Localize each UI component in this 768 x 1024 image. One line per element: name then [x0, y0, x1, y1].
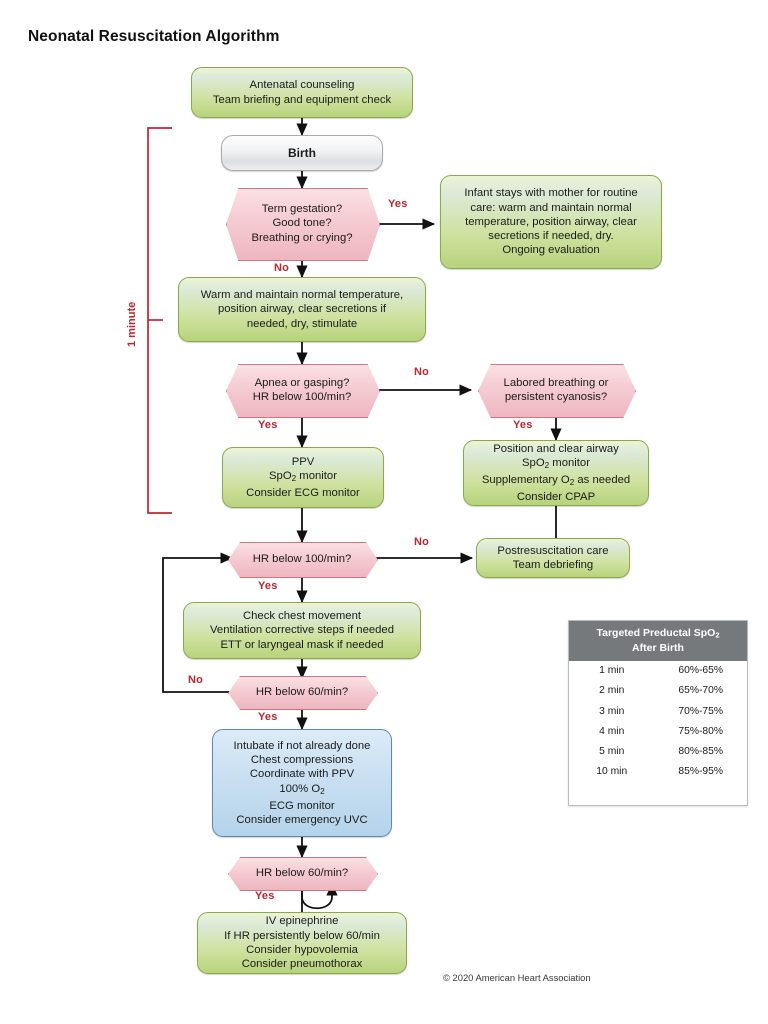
table-row: 2 min 65%-70% [569, 681, 747, 701]
routine-line2: care: warm and maintain normal [470, 201, 632, 214]
table-cell-time: 10 min [596, 766, 628, 778]
labored-line1: Labored breathing or [503, 376, 609, 389]
table-header: Targeted Preductal SpO2 After Birth [569, 621, 747, 661]
hr60b-line1: HR below 60/min? [255, 866, 349, 879]
edge-label-hr100-no: No [414, 536, 430, 548]
node-warm-maintain[interactable]: Warm and maintain normal temperature, po… [178, 277, 426, 342]
node-birth[interactable]: Birth [221, 135, 383, 171]
decision-term-gestation[interactable]: Term gestation? Good tone? Breathing or … [226, 188, 380, 261]
routine-line3: temperature, position airway, clear [465, 215, 637, 228]
position-line4: Consider CPAP [516, 491, 596, 504]
term-line3: Breathing or crying? [251, 231, 353, 244]
routine-line5: Ongoing evaluation [502, 244, 600, 257]
node-antenatal-counseling[interactable]: Antenatal counseling Team briefing and e… [191, 67, 413, 118]
table-row: 3 min 70%-75% [569, 701, 747, 721]
table-row: 10 min 85%-95% [569, 762, 747, 782]
epi-line4: Consider pneumothorax [241, 958, 363, 971]
edge-label-apnea-no: No [414, 366, 430, 378]
intubate-line2: Chest compressions [250, 754, 354, 767]
ppv-line3: Consider ECG monitor [246, 487, 360, 500]
edge-label-hr60a-no: No [188, 674, 204, 686]
table-cell-time: 1 min [599, 665, 625, 677]
ppv-line2: SpO2 monitor [269, 469, 337, 483]
decision-apnea-gasping[interactable]: Apnea or gasping? HR below 100/min? [226, 364, 380, 418]
edge-label-hr60b-yes: Yes [255, 890, 275, 902]
postresus-line2: Team debriefing [512, 559, 594, 571]
hr60a-line1: HR below 60/min? [255, 685, 349, 698]
intubate-line3: Coordinate with PPV [249, 768, 355, 781]
intubate-line6: Consider emergency UVC [236, 813, 368, 826]
table-cell-range: 75%-80% [678, 725, 724, 737]
warm-line1: Warm and maintain normal temperature, [200, 289, 404, 302]
decision-hr-below-100[interactable]: HR below 100/min? [228, 542, 378, 578]
table-cell-range: 80%-85% [678, 746, 724, 757]
table-cell-range: 70%-75% [678, 705, 724, 717]
bracket-label-one-minute: 1 minute [126, 301, 138, 347]
checkchest-line2: Ventilation corrective steps if needed [210, 624, 394, 637]
term-line1: Term gestation? [261, 203, 343, 216]
checkchest-line3: ETT or laryngeal mask if needed [220, 638, 384, 651]
table-cell-range: 85%-95% [678, 766, 724, 778]
checkchest-line1: Check chest movement [242, 610, 362, 623]
one-minute-bracket [147, 127, 172, 514]
copyright-notice: © 2020 American Heart Association [443, 972, 591, 983]
antenatal-line1: Antenatal counseling [249, 79, 355, 92]
table-cell-time: 4 min [599, 725, 625, 737]
node-ppv[interactable]: PPV SpO2 monitor Consider ECG monitor [222, 447, 384, 508]
decision-hr-below-60-b[interactable]: HR below 60/min? [228, 857, 378, 891]
page-title: Neonatal Resuscitation Algorithm [28, 28, 280, 45]
apnea-line1: Apnea or gasping? [254, 376, 350, 389]
edge-label-hr60a-yes: Yes [258, 711, 278, 723]
hr100-line1: HR below 100/min? [252, 552, 352, 565]
epi-line2: If HR persistently below 60/min [224, 929, 380, 942]
apnea-line2: HR below 100/min? [252, 391, 352, 403]
decision-hr-below-60-a[interactable]: HR below 60/min? [228, 676, 378, 710]
decision-labored-breathing[interactable]: Labored breathing or persistent cyanosis… [478, 364, 636, 418]
node-iv-epinephrine[interactable]: IV epinephrine If HR persistently below … [197, 912, 407, 974]
postresus-line1: Postresuscitation care [497, 544, 609, 557]
edge-label-labored-yes: Yes [513, 419, 533, 431]
node-intubate-compressions[interactable]: Intubate if not already done Chest compr… [212, 729, 392, 837]
term-line2: Good tone? [272, 217, 332, 230]
edge-label-term-no: No [274, 262, 290, 274]
epi-line3: Consider hypovolemia [246, 944, 358, 956]
node-check-chest-movement[interactable]: Check chest movement Ventilation correct… [183, 602, 421, 659]
birth-label: Birth [288, 145, 316, 160]
routine-line1: Infant stays with mother for routine [464, 187, 638, 200]
table-cell-time: 5 min [599, 746, 625, 757]
warm-line2: position airway, clear secretions if [217, 303, 387, 316]
table-cell-range: 65%-70% [678, 685, 724, 697]
table-cell-range: 60%-65% [678, 665, 724, 677]
node-position-clear-airway[interactable]: Position and clear airway SpO2 monitor S… [463, 440, 649, 506]
position-line2: SpO2 monitor [522, 456, 590, 470]
position-line1: Position and clear airway [493, 442, 619, 455]
position-line3: Supplementary O2 as needed [481, 474, 631, 487]
edge-label-apnea-yes: Yes [258, 419, 278, 431]
labored-line2: persistent cyanosis? [504, 391, 608, 403]
node-postresuscitation-care[interactable]: Postresuscitation care Team debriefing [476, 538, 630, 578]
table-body: 1 min 60%-65% 2 min 65%-70% 3 min 70%-75% 4 mi… [569, 661, 747, 782]
table-row: 1 min 60%-65% [569, 661, 747, 681]
node-routine-care[interactable]: Infant stays with mother for routine car… [440, 175, 662, 269]
edge-label-hr100-yes: Yes [258, 580, 278, 592]
warm-line3: needed, dry, stimulate [246, 317, 358, 330]
ppv-line1: PPV [291, 455, 315, 468]
antenatal-line2: Team briefing and equipment check [212, 93, 392, 106]
table-row: 4 min 75%-80% [569, 721, 747, 741]
intubate-line4: 100% O2 [279, 782, 325, 796]
table-row: 5 min 80%-85% [569, 741, 747, 761]
intubate-line1: Intubate if not already done [233, 739, 371, 752]
routine-line4: secretions if needed, dry. [488, 230, 614, 243]
target-spo2-table: Targeted Preductal SpO2 After Birth 1 mi… [568, 620, 748, 806]
epi-line1: IV epinephrine [265, 915, 339, 928]
intubate-line5: ECG monitor [269, 799, 335, 812]
table-cell-time: 2 min [599, 685, 625, 697]
edge-label-term-yes: Yes [388, 198, 408, 210]
table-cell-time: 3 min [599, 705, 625, 717]
